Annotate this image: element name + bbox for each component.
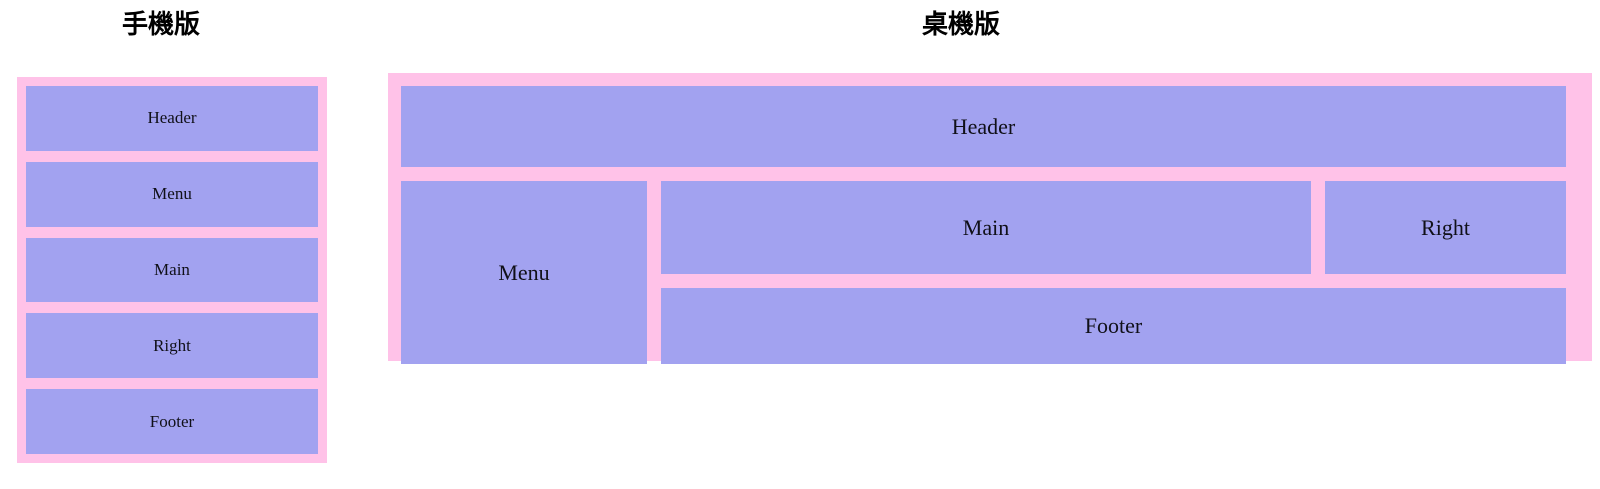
- mobile-block-right: Right: [26, 313, 318, 379]
- mobile-layout-wireframe: Header Menu Main Right Footer: [17, 77, 327, 463]
- desktop-block-main: Main: [661, 181, 1311, 274]
- desktop-block-footer: Footer: [661, 288, 1566, 364]
- mobile-block-header: Header: [26, 86, 318, 151]
- mobile-block-menu: Menu: [26, 161, 318, 227]
- mobile-block-main: Main: [26, 237, 318, 303]
- desktop-block-header: Header: [401, 86, 1566, 167]
- mobile-block-footer: Footer: [26, 389, 318, 454]
- desktop-layout-wireframe: Header Menu Main Right Footer: [388, 73, 1592, 364]
- desktop-block-right: Right: [1325, 181, 1566, 274]
- desktop-block-menu: Menu: [401, 181, 647, 364]
- desktop-section-title: 桌機版: [922, 10, 1001, 40]
- mobile-section-title: 手機版: [122, 10, 201, 40]
